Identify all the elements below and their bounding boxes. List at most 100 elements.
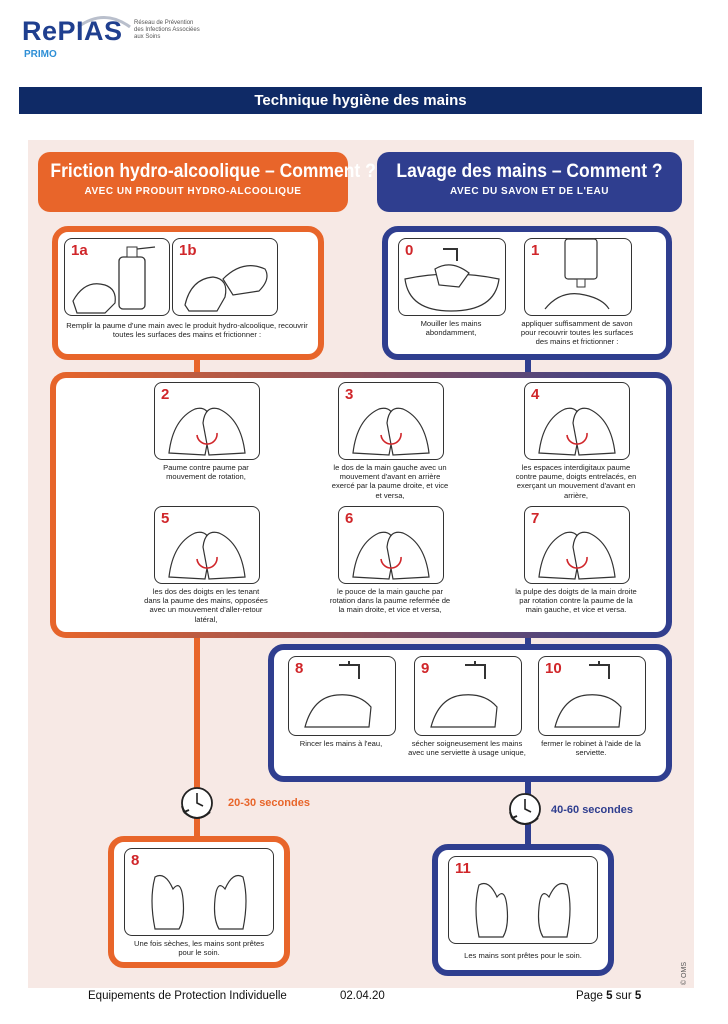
wash-step-9-caption: sécher soigneusement les mains avec une … bbox=[408, 739, 526, 758]
hands-rubbing-icon bbox=[538, 531, 616, 580]
washing-header: Lavage des mains – Comment ? AVEC DU SAV… bbox=[377, 152, 682, 212]
repias-logo: RePIAS PRIMO Réseau de Prévention des In… bbox=[22, 16, 200, 60]
sink-wet-hands-icon bbox=[404, 248, 500, 312]
footer-page-total: 5 bbox=[634, 990, 642, 1002]
friction-subtitle: AVEC UN PRODUIT HYDRO-ALCOOLIQUE bbox=[84, 186, 302, 197]
step-8-final-illustration: 8 bbox=[124, 848, 274, 936]
wash-step-9: 9 sécher soigneusement les mains avec une… bbox=[406, 656, 528, 757]
footer-page-number: 5 bbox=[606, 990, 613, 1002]
blue-connector bbox=[525, 360, 531, 374]
step-11-final-illustration: 11 bbox=[448, 856, 598, 944]
wash-step-10: 10 fermer le robinet à l'aide de la servi… bbox=[530, 656, 652, 757]
washing-title: Lavage des mains – Comment ? bbox=[396, 161, 663, 182]
hands-rubbing-icon bbox=[538, 407, 616, 456]
step-number: 1a bbox=[71, 242, 88, 259]
step-1a-illustration: 1a bbox=[64, 238, 170, 316]
step-6-illustration: 6 bbox=[338, 506, 444, 584]
step-2-illustration: 2 bbox=[154, 382, 260, 460]
step-2-caption: Paume contre paume par mouvement de rota… bbox=[163, 463, 249, 482]
step-3-caption: le dos de la main gauche avec un mouveme… bbox=[331, 463, 449, 500]
orange-connector-long bbox=[194, 632, 200, 836]
step-7: 7 la pulpe des doigts de la main droite p… bbox=[514, 506, 638, 615]
step-4: 4 les espaces interdigitaux paume contre … bbox=[514, 382, 638, 500]
logo-subtitle: PRIMO bbox=[24, 49, 57, 60]
wash-step-10-illustration: 10 bbox=[538, 656, 646, 736]
faucet-hands-icon bbox=[430, 661, 498, 728]
wash-step-10-caption: fermer le robinet à l'aide de la serviet… bbox=[541, 739, 641, 758]
hands-rubbing-icon bbox=[352, 407, 430, 456]
step-4-caption: les espaces interdigitaux paume contre p… bbox=[515, 463, 637, 500]
footer-page: Page 5 sur 5 bbox=[576, 990, 641, 1002]
step-0-illustration: 0 bbox=[398, 238, 506, 316]
hand-hygiene-poster: Friction hydro-alcoolique – Comment ? AV… bbox=[28, 140, 694, 988]
hands-rubbing-icon bbox=[168, 531, 246, 580]
step-number: 11 bbox=[455, 860, 471, 877]
footer-document-name: Equipements de Protection Individuelle bbox=[88, 990, 287, 1002]
hands-rubbing-icon bbox=[184, 265, 268, 312]
step-number: 7 bbox=[531, 510, 540, 527]
step-number: 6 bbox=[345, 510, 354, 527]
wash-step-8-illustration: 8 bbox=[288, 656, 396, 736]
washing-step0-1-box: 0 Mouiller les mains abondamment, 1 appl… bbox=[382, 226, 672, 360]
orange-connector bbox=[194, 360, 200, 374]
clean-hands-icon bbox=[475, 882, 571, 938]
friction-final-box: 8 Une fois sèches, les mains sont prêtes… bbox=[108, 836, 290, 968]
step-7-caption: la pulpe des doigts de la main droite pa… bbox=[515, 587, 637, 615]
step-number: 10 bbox=[545, 660, 562, 677]
logo-tagline: Réseau de Prévention des Infections Asso… bbox=[134, 20, 200, 40]
step-1b-illustration: 1b bbox=[172, 238, 278, 316]
step-1-illustration: 1 bbox=[524, 238, 632, 316]
logo-arc-icon bbox=[77, 16, 131, 28]
hands-rubbing-icon bbox=[352, 531, 430, 580]
friction-step1-caption: Remplir la paume d'une main avec le prod… bbox=[66, 321, 308, 340]
hands-rubbing-icon bbox=[168, 407, 246, 456]
washing-subtitle: AVEC DU SAVON ET DE L'EAU bbox=[450, 186, 609, 197]
step-number: 8 bbox=[295, 660, 304, 677]
step-1-caption: appliquer suffisamment de savon pour rec… bbox=[520, 319, 634, 347]
washing-duration: 40-60 secondes bbox=[551, 804, 633, 816]
friction-header: Friction hydro-alcoolique – Comment ? AV… bbox=[38, 152, 376, 212]
friction-duration: 20-30 secondes bbox=[228, 797, 310, 809]
page-title: Technique hygiène des mains bbox=[19, 87, 702, 114]
footer-page-mid: sur bbox=[615, 990, 632, 1002]
wash-step-8-caption: Rincer les mains à l'eau, bbox=[299, 739, 383, 748]
friction-step1-box: 1a 1b Remplir la paume d'une main avec l… bbox=[52, 226, 324, 360]
washing-final-box: 11 Les mains sont prêtes pour le soin. bbox=[432, 844, 614, 976]
blue-connector-2 bbox=[525, 632, 531, 646]
step-0-caption: Mouiller les mains abondamment, bbox=[420, 319, 482, 338]
clock-timer-right-icon bbox=[509, 793, 541, 825]
friction-title: Friction hydro-alcoolique – Comment ? bbox=[50, 161, 376, 182]
soap-dispenser-icon bbox=[544, 239, 610, 310]
step-1b: 1b bbox=[172, 238, 278, 316]
oms-credit: © OMS bbox=[681, 962, 688, 986]
step-number: 0 bbox=[405, 242, 414, 259]
step-6: 6 le pouce de la main gauche par rotation… bbox=[328, 506, 452, 615]
footer-date: 02.04.20 bbox=[340, 990, 385, 1002]
washing-final-caption: Les mains sont prêtes pour le soin. bbox=[464, 951, 582, 960]
step-3-illustration: 3 bbox=[338, 382, 444, 460]
step-4-illustration: 4 bbox=[524, 382, 630, 460]
step-number: 8 bbox=[131, 852, 140, 869]
clean-hands-icon bbox=[151, 874, 247, 930]
faucet-hands-icon bbox=[554, 661, 622, 728]
step-number: 9 bbox=[421, 660, 430, 677]
clock-timer-left-icon bbox=[181, 787, 213, 819]
step-number: 2 bbox=[161, 386, 170, 403]
step-6-caption: le pouce de la main gauche par rotation … bbox=[329, 587, 451, 615]
step-5-caption: les dos des doigts en les tenant dans la… bbox=[144, 587, 268, 624]
step-7-illustration: 7 bbox=[524, 506, 630, 584]
step-1: 1 appliquer suffisamment de savon pour r… bbox=[521, 238, 640, 347]
step-1a: 1a bbox=[64, 238, 170, 316]
step-number: 4 bbox=[531, 386, 540, 403]
wash-step-9-illustration: 9 bbox=[414, 656, 522, 736]
step-number: 1 bbox=[531, 242, 540, 259]
step-5-illustration: 5 bbox=[154, 506, 260, 584]
step-0: 0 Mouiller les mains abondamment, bbox=[398, 238, 506, 337]
step-number: 1b bbox=[179, 242, 197, 259]
